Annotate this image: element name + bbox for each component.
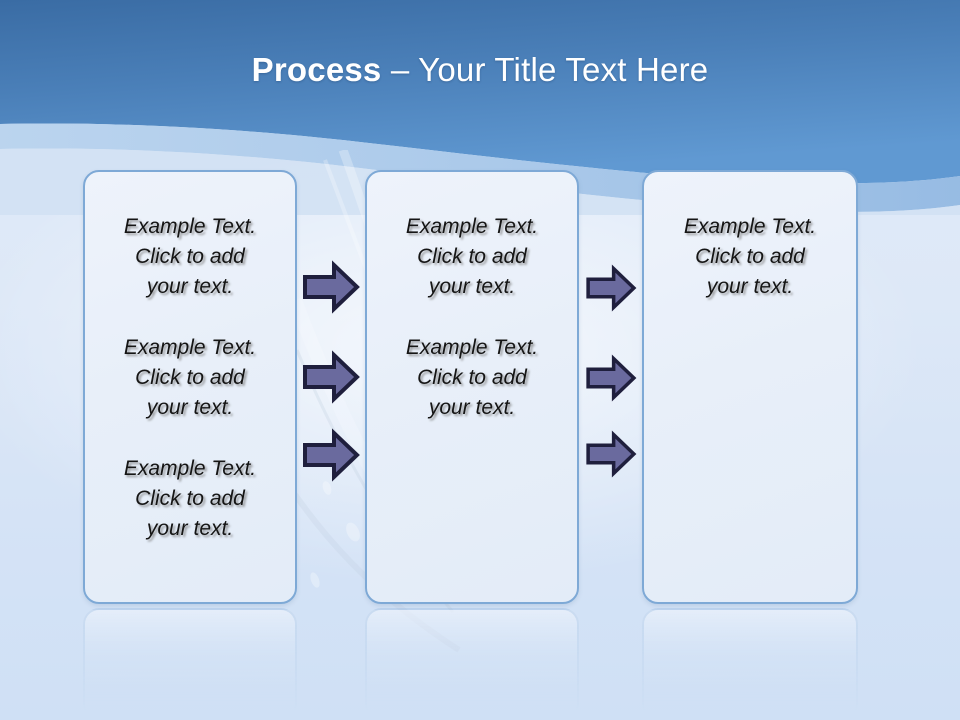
text-line: your text. xyxy=(706,275,794,298)
text-line: Click to add xyxy=(695,245,805,268)
text-line: Click to add xyxy=(135,366,245,389)
text-block-2-1[interactable]: Example Text. Click to add your text. xyxy=(379,212,565,302)
text-line: Example Text. xyxy=(405,336,539,359)
text-line: your text. xyxy=(146,275,234,298)
text-line: Click to add xyxy=(417,366,527,389)
connector-arrow-2-3[interactable] xyxy=(586,430,637,478)
title-strong: Process xyxy=(251,51,382,88)
text-line: Example Text. xyxy=(123,457,257,480)
process-box-3[interactable]: Example Text. Click to add your text. xyxy=(642,170,858,604)
text-block-3-1[interactable]: Example Text. Click to add your text. xyxy=(656,212,844,302)
text-block-1-3[interactable]: Example Text. Click to add your text. xyxy=(97,454,283,544)
title-rest: – Your Title Text Here xyxy=(381,51,709,88)
process-box-1[interactable]: Example Text. Click to add your text. Ex… xyxy=(83,170,297,604)
text-block-2-2[interactable]: Example Text. Click to add your text. xyxy=(379,333,565,423)
text-line: Example Text. xyxy=(123,215,257,238)
connector-arrow-1-2[interactable] xyxy=(303,350,360,404)
connector-arrow-1-1[interactable] xyxy=(303,260,360,314)
connector-arrow-1-3[interactable] xyxy=(303,428,360,482)
text-block-1-2[interactable]: Example Text. Click to add your text. xyxy=(97,333,283,423)
text-line: Example Text. xyxy=(405,215,539,238)
text-line: your text. xyxy=(146,517,234,540)
reflection-column-1 xyxy=(83,608,297,720)
reflection-column-2 xyxy=(365,608,579,720)
text-block-1-1[interactable]: Example Text. Click to add your text. xyxy=(97,212,283,302)
connector-arrow-2-2[interactable] xyxy=(586,354,637,402)
connector-arrow-2-1[interactable] xyxy=(586,264,637,312)
slide-title: Process – Your Title Text Here xyxy=(0,50,960,90)
process-box-2[interactable]: Example Text. Click to add your text. Ex… xyxy=(365,170,579,604)
text-line: Click to add xyxy=(135,245,245,268)
text-line: your text. xyxy=(428,396,516,419)
text-line: Click to add xyxy=(417,245,527,268)
text-line: your text. xyxy=(428,275,516,298)
text-line: Example Text. xyxy=(123,336,257,359)
text-line: Example Text. xyxy=(683,215,817,238)
reflection-column-3 xyxy=(642,608,858,720)
text-line: your text. xyxy=(146,396,234,419)
text-line: Click to add xyxy=(135,487,245,510)
